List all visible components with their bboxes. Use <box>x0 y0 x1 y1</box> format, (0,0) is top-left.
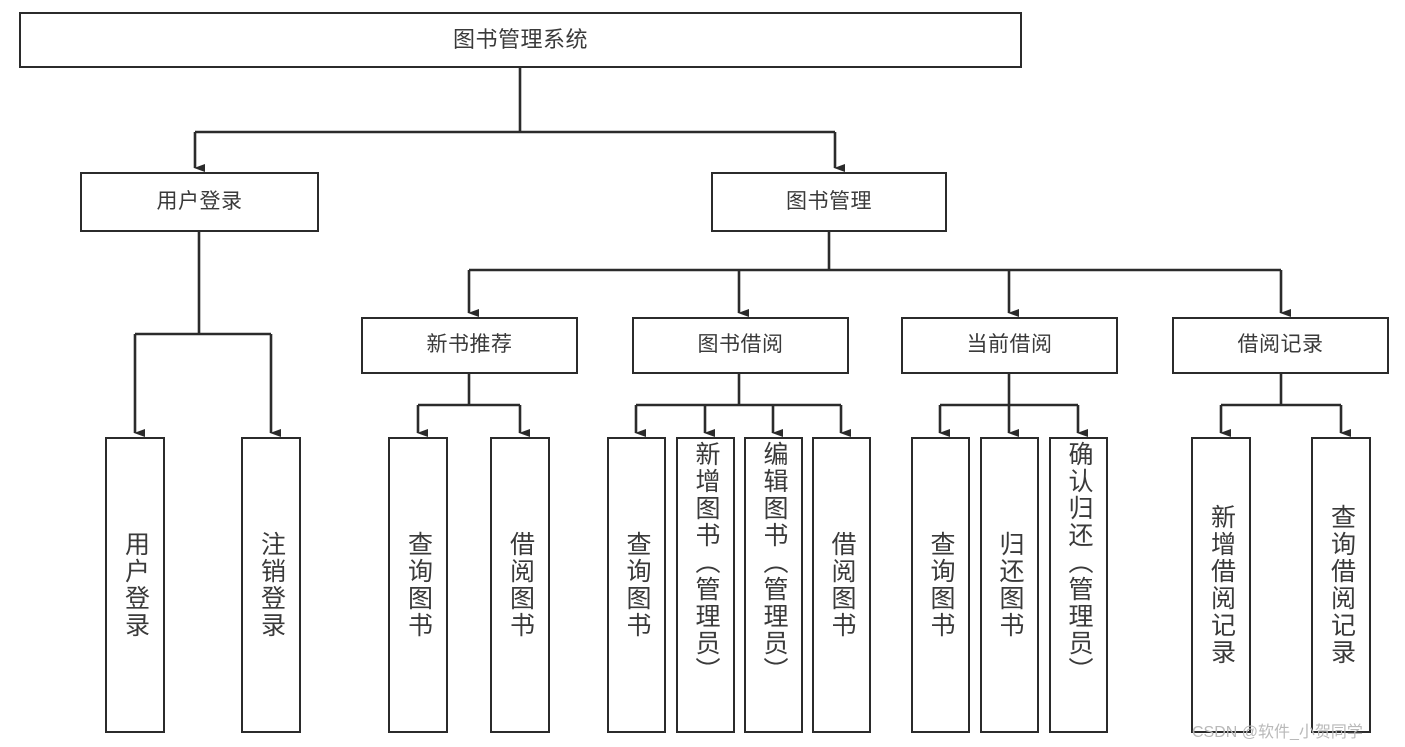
node-current-borrow[interactable]: 当前借阅 <box>901 317 1118 374</box>
node-root-book-management-system[interactable]: 图书管理系统 <box>19 12 1022 68</box>
node-label: 用户登录 <box>121 531 150 639</box>
node-new-book-recommend[interactable]: 新书推荐 <box>361 317 578 374</box>
node-leaf-borrow-book-2[interactable]: 借阅图书 <box>812 437 871 733</box>
node-label: 查询图书 <box>404 531 433 639</box>
node-leaf-add-borrow-record[interactable]: 新增借阅记录 <box>1191 437 1251 733</box>
node-label: 新增图书（管理员） <box>692 441 720 684</box>
node-label: 借阅记录 <box>1237 333 1324 357</box>
node-borrow-record[interactable]: 借阅记录 <box>1172 317 1389 374</box>
node-label: 编辑图书（管理员） <box>760 441 788 684</box>
node-leaf-query-book-3[interactable]: 查询图书 <box>911 437 970 733</box>
node-label: 图书借阅 <box>697 333 784 357</box>
node-leaf-logout-login[interactable]: 注销登录 <box>241 437 301 733</box>
node-user-login[interactable]: 用户登录 <box>80 172 319 232</box>
node-leaf-confirm-return[interactable]: 确认归还（管理员） <box>1049 437 1108 733</box>
node-label: 查询图书 <box>927 531 955 639</box>
node-leaf-return-book[interactable]: 归还图书 <box>980 437 1039 733</box>
node-label: 注销登录 <box>257 531 286 639</box>
node-leaf-borrow-book-1[interactable]: 借阅图书 <box>490 437 550 733</box>
node-leaf-add-book[interactable]: 新增图书（管理员） <box>676 437 735 733</box>
node-label: 新增借阅记录 <box>1207 504 1236 666</box>
node-label: 新书推荐 <box>426 333 513 357</box>
node-label: 当前借阅 <box>966 333 1053 357</box>
csdn-watermark: CSDN @软件_小贺同学 <box>1192 724 1363 741</box>
node-label: 借阅图书 <box>506 531 535 639</box>
node-leaf-user-login[interactable]: 用户登录 <box>105 437 165 733</box>
node-label: 用户登录 <box>156 189 243 213</box>
node-leaf-query-book-1[interactable]: 查询图书 <box>388 437 448 733</box>
node-leaf-query-book-2[interactable]: 查询图书 <box>607 437 666 733</box>
node-label: 归还图书 <box>996 531 1024 639</box>
node-leaf-edit-book[interactable]: 编辑图书（管理员） <box>744 437 803 733</box>
node-book-management[interactable]: 图书管理 <box>711 172 947 232</box>
node-label: 确认归还（管理员） <box>1065 441 1093 684</box>
node-book-borrow[interactable]: 图书借阅 <box>632 317 849 374</box>
node-label: 借阅图书 <box>828 531 856 639</box>
node-leaf-query-borrow-record[interactable]: 查询借阅记录 <box>1311 437 1371 733</box>
node-label: 查询借阅记录 <box>1327 504 1356 666</box>
node-label: 图书管理 <box>786 189 872 213</box>
node-label: 图书管理系统 <box>452 27 588 53</box>
node-label: 查询图书 <box>623 531 651 639</box>
